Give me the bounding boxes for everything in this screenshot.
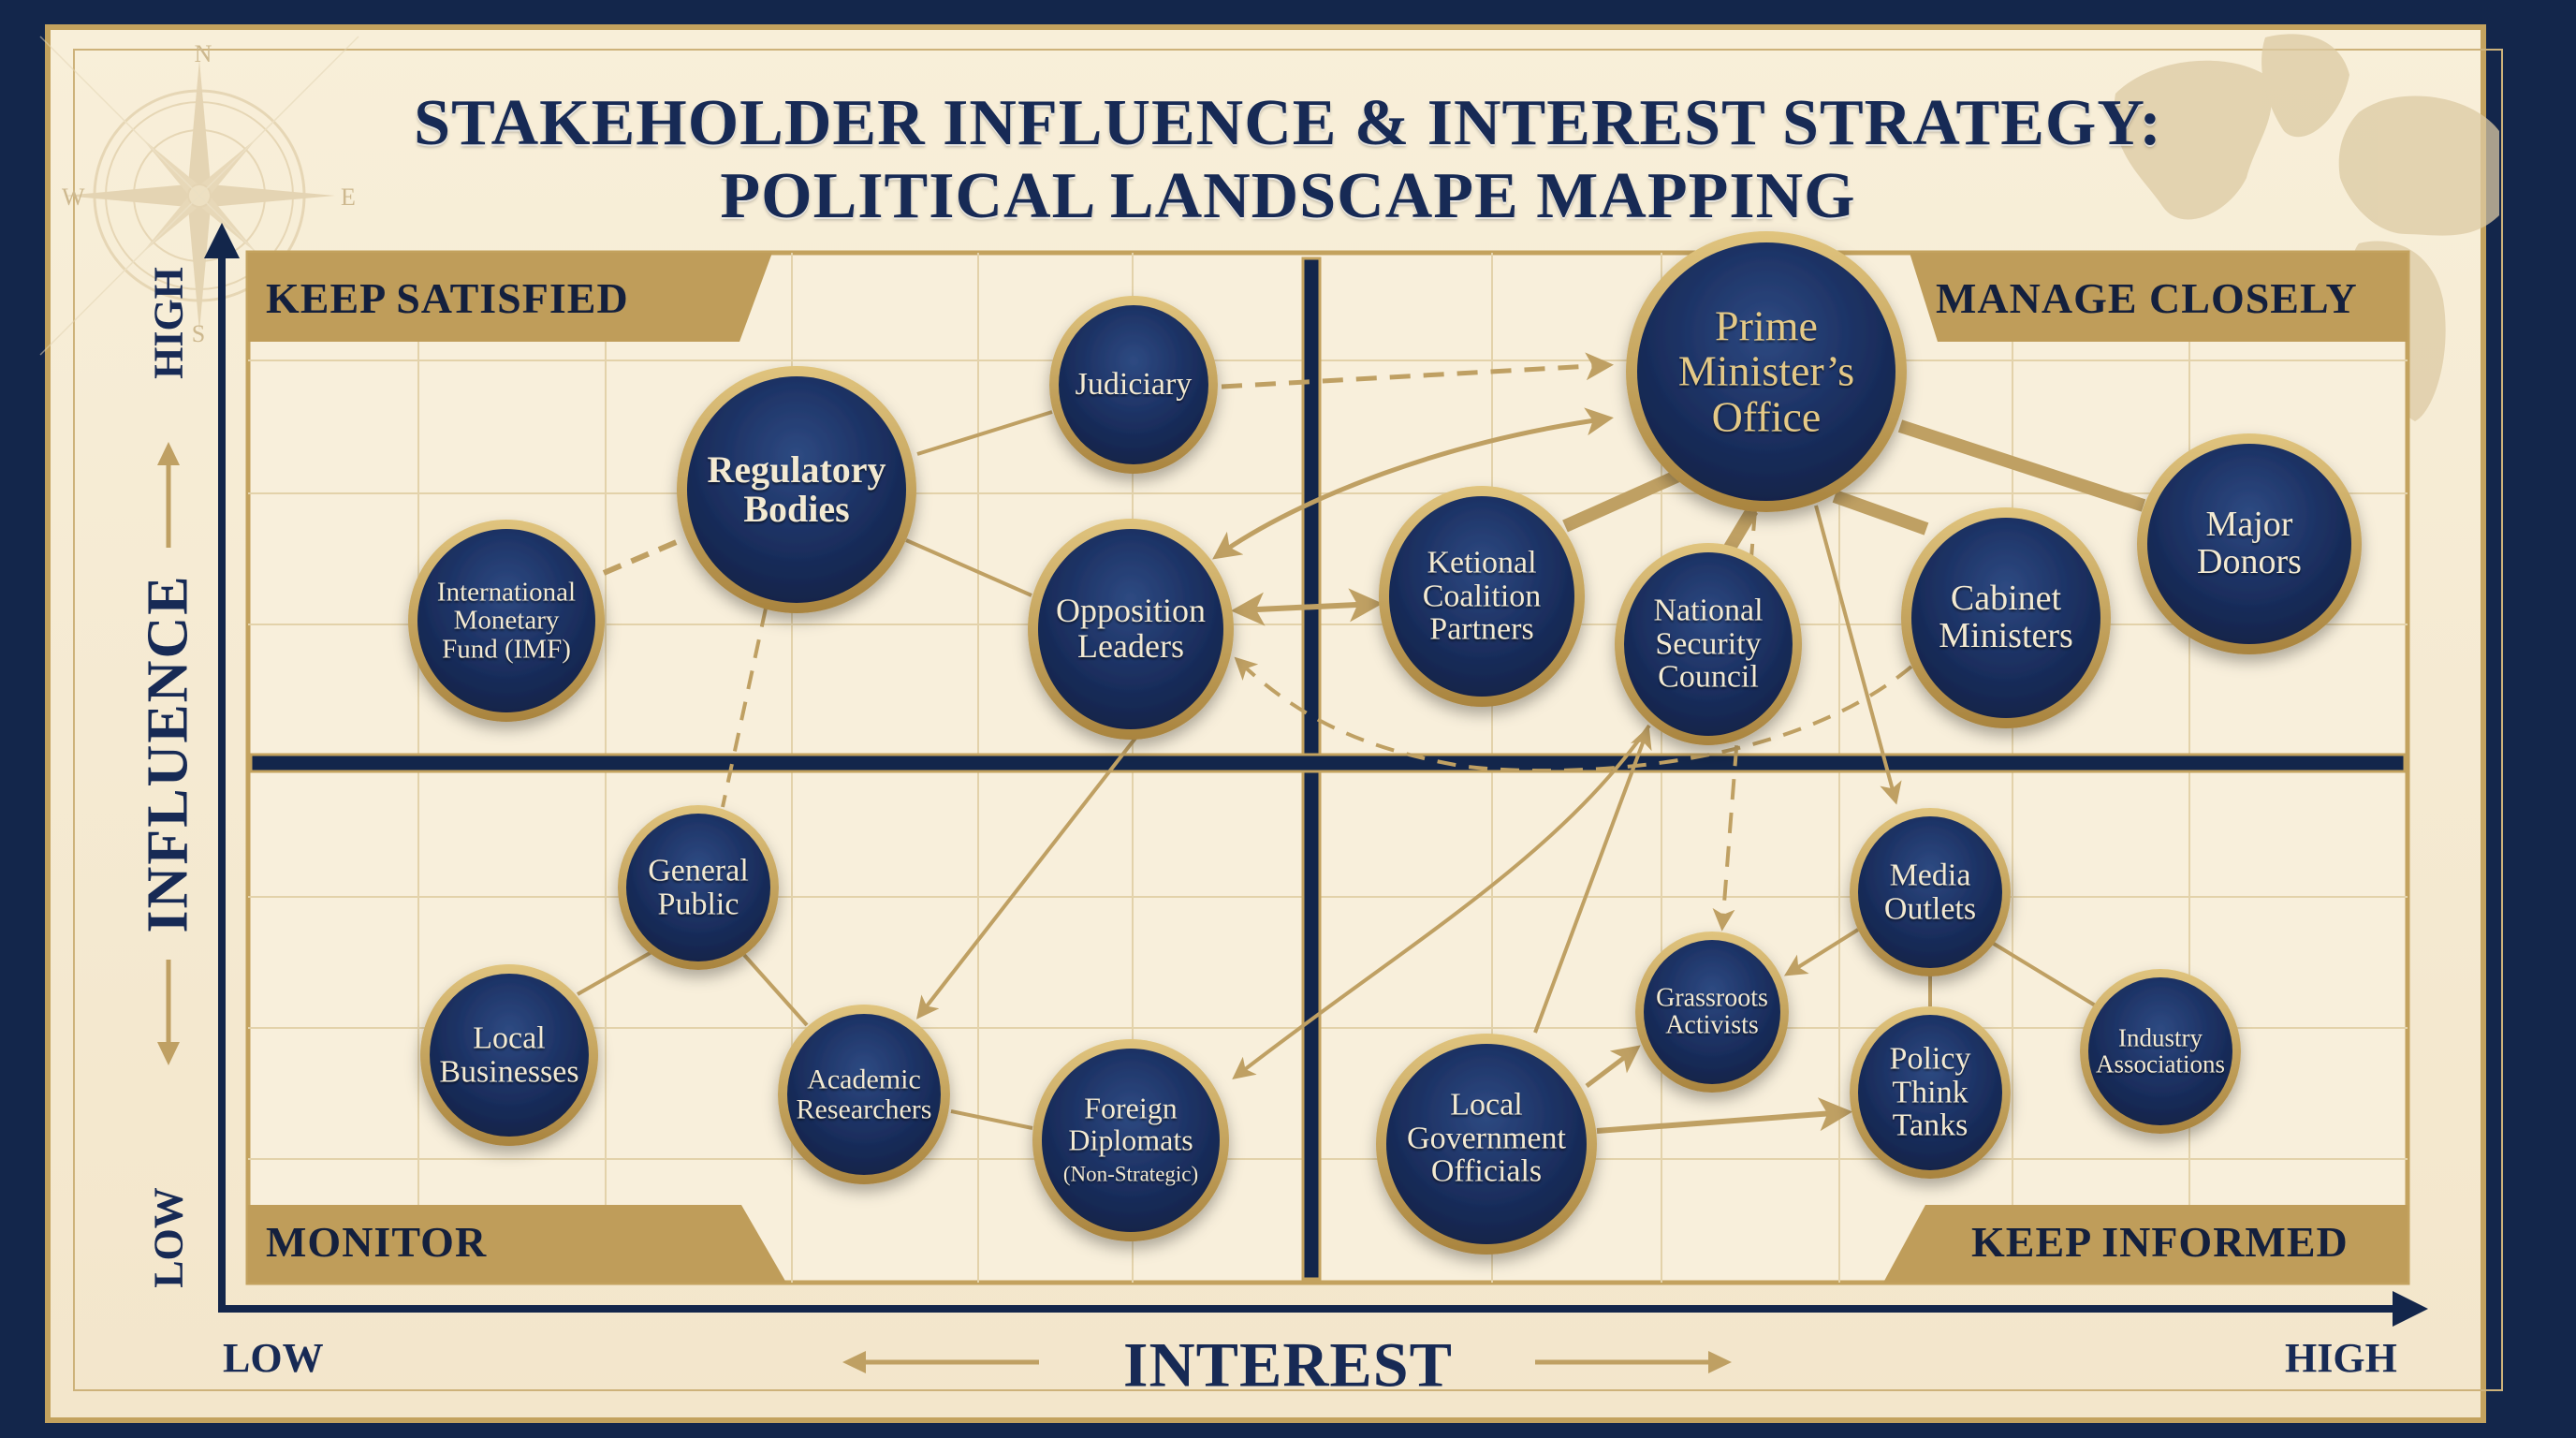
banner-manage-closely (1910, 253, 2408, 342)
stakeholder-nodes (408, 231, 2362, 1255)
node-coalition-partners[interactable] (1379, 486, 1585, 707)
compass-rose-icon (39, 36, 359, 356)
influence-up-arrow-icon (157, 442, 180, 465)
page-title-line-2: POLITICAL LANDSCAPE MAPPING (720, 160, 1856, 232)
node-cabinet-ministers[interactable] (1901, 507, 2111, 728)
influence-down-arrow-icon (157, 1042, 180, 1065)
banner-keep-satisfied (248, 253, 772, 342)
node-industry-associations[interactable] (2080, 969, 2241, 1134)
compass-w-label: W (62, 183, 85, 211)
axes (157, 223, 2428, 1373)
node-imf[interactable] (408, 520, 605, 722)
node-grassroots-activists[interactable] (1635, 932, 1789, 1093)
banner-monitor (248, 1205, 786, 1283)
page-title-line-1: STAKEHOLDER INFLUENCE & INTEREST STRATEG… (414, 87, 2162, 159)
node-local-government-officials[interactable] (1376, 1034, 1597, 1255)
quadrant-label-monitor: MONITOR (266, 1218, 488, 1266)
node-regulatory-bodies[interactable] (677, 366, 916, 613)
node-academic-researchers[interactable] (778, 1005, 950, 1184)
node-local-businesses[interactable] (420, 964, 598, 1146)
x-axis-arrowhead-icon (2393, 1291, 2428, 1327)
node-policy-think-tanks[interactable] (1850, 1006, 2011, 1179)
quadrant-label-manage-closely: MANAGE CLOSELY (1936, 274, 2358, 322)
y-axis-title: INFLUENCE (136, 574, 200, 933)
node-general-public[interactable] (618, 805, 779, 970)
y-axis-arrowhead-icon (204, 223, 240, 258)
y-axis-low-label: LOW (145, 1187, 192, 1288)
compass-s-label: S (192, 320, 205, 347)
node-judiciary[interactable] (1049, 296, 1218, 474)
node-foreign-diplomats[interactable] (1032, 1039, 1229, 1241)
node-major-donors[interactable] (2137, 433, 2362, 654)
y-axis-high-label: HIGH (145, 267, 192, 379)
x-axis-high-label: HIGH (2285, 1335, 2397, 1381)
node-label-judiciary: Judiciary (1075, 367, 1193, 403)
quadrant-label-keep-informed: KEEP INFORMED (1971, 1218, 2349, 1266)
node-national-security-council[interactable] (1615, 543, 1802, 745)
node-opposition-leaders[interactable] (1028, 519, 1234, 740)
node-prime-ministers-office[interactable] (1626, 231, 1907, 512)
compass-e-label: E (341, 183, 356, 211)
interest-left-arrow-icon (842, 1351, 866, 1373)
x-axis-low-label: LOW (223, 1335, 324, 1381)
quadrant-label-keep-satisfied: KEEP SATISFIED (266, 274, 629, 322)
x-axis-title: INTEREST (1123, 1328, 1453, 1401)
interest-right-arrow-icon (1708, 1351, 1732, 1373)
connection-lines (577, 352, 2146, 1134)
compass-n-label: N (195, 40, 212, 67)
banner-keep-informed (1883, 1205, 2408, 1283)
node-media-outlets[interactable] (1850, 808, 2011, 976)
